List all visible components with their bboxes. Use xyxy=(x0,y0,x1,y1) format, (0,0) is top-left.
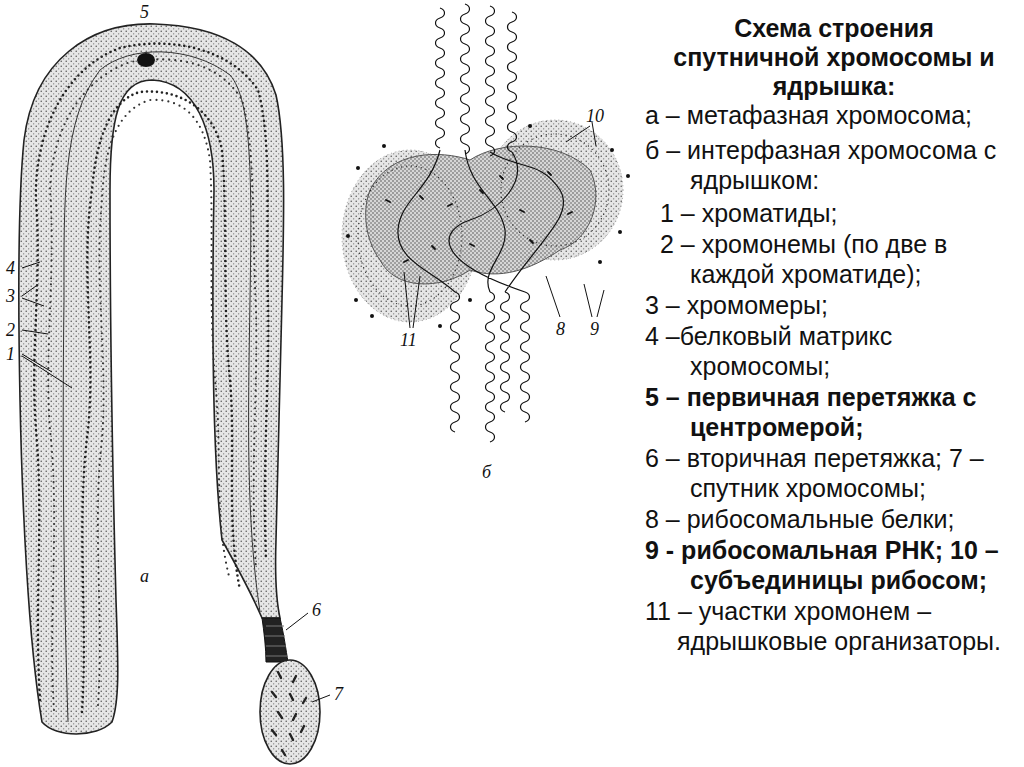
legend-entry: 1 – хроматиды; xyxy=(660,198,1017,228)
ribosomal-protein xyxy=(386,172,572,262)
legend-entry: 11 – участки хромонем – ядрышковые орган… xyxy=(645,596,1017,656)
metaphase-chromosome xyxy=(19,24,330,764)
constriction-hatch xyxy=(265,626,287,656)
legend-entry: 2 – хромонемы (по две в каждой хроматиде… xyxy=(660,229,1017,289)
callout-number: 3 xyxy=(6,286,15,306)
callout-number: 10 xyxy=(586,106,604,126)
callout-number: б xyxy=(482,462,491,482)
legend-entry: 8 – рибосомальные белки; xyxy=(645,504,1017,534)
legend-entry: 3 – хромомеры; xyxy=(645,290,1017,320)
leader-line xyxy=(404,122,604,328)
leader-line xyxy=(22,262,330,702)
callout-number: 11 xyxy=(400,330,417,350)
callout-number: 7 xyxy=(334,684,343,704)
nucleolus-core xyxy=(366,146,596,284)
callout-number: 4 xyxy=(6,258,15,278)
chromonema-strand xyxy=(436,4,530,442)
callout-number: 9 xyxy=(590,319,599,339)
legend-entry: 9 - рибосомальная РНК; 10 – субъединицы … xyxy=(645,535,1017,595)
callout-number: 1 xyxy=(6,344,15,364)
nucleolus-figure xyxy=(342,4,630,442)
chromomere-chain xyxy=(48,59,256,710)
callout-number: 5 xyxy=(140,2,149,22)
legend-entry: б – интерфазная хромосома с ядрышком: xyxy=(645,135,1017,195)
chromatid-line xyxy=(63,52,260,722)
centromere xyxy=(137,53,155,67)
legend-entry: 5 – первичная перетяжка с центромерой; xyxy=(645,382,1017,442)
callout-number: 6 xyxy=(312,600,321,620)
legend-entry: а – метафазная хромосома; xyxy=(645,100,1017,130)
satellite xyxy=(260,660,320,764)
callout-number: а xyxy=(140,566,149,586)
chromomere-chain xyxy=(98,100,230,705)
legend-entry: 6 – вторичная перетяжка; 7 – спутник хро… xyxy=(645,443,1017,503)
callout-number: 8 xyxy=(556,319,565,339)
ribosomal-rna xyxy=(501,134,609,246)
legend-entry: 4 –белковый матрикс хромосомы; xyxy=(645,321,1017,381)
chromomere-chain xyxy=(34,44,268,700)
callout-number: 2 xyxy=(6,320,15,340)
satellite-granules xyxy=(272,672,306,755)
diagram-title: Схема строения спутничной хромосомы и яд… xyxy=(664,14,1004,101)
chromomere-chain xyxy=(82,92,240,712)
secondary-constriction xyxy=(262,618,288,662)
chromonema-loop xyxy=(398,150,564,292)
